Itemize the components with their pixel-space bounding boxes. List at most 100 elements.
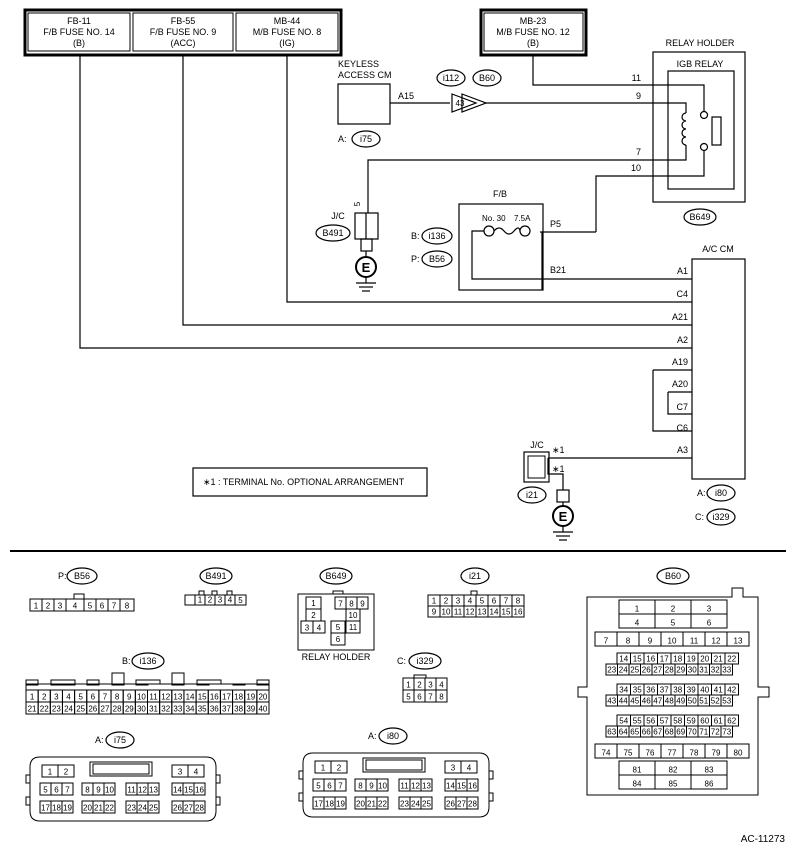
i75-pin: 24 (138, 804, 147, 813)
i75-pin: 28 (195, 804, 204, 813)
b60-pin: 7 (604, 637, 609, 646)
fuse-mb23-type: (B) (527, 38, 539, 48)
keyless-conn: i75 (360, 134, 372, 144)
b60-pin: 81 (633, 766, 642, 775)
b60-pin: 85 (669, 780, 678, 789)
connector-outline (211, 590, 218, 596)
joint-connector-2: J/C ∗1 ∗1 i21 E (517, 440, 574, 541)
i21-pin: 4 (468, 597, 473, 606)
b60-pin: 20 (700, 655, 709, 664)
b60-pin: 62 (727, 717, 736, 726)
i136-pin: 21 (28, 705, 37, 714)
i80-pin: 17 (314, 800, 323, 809)
b649-pin: 11 (349, 623, 358, 632)
i80-pin: 24 (411, 800, 420, 809)
inline-conn-2: B60 (479, 73, 495, 83)
b60-pin: 75 (624, 749, 633, 758)
fuse-fb11-type: (B) (73, 38, 85, 48)
b60-pin: 79 (712, 749, 721, 758)
i75-pin: 16 (195, 786, 204, 795)
i136-prefix: B: (122, 656, 131, 666)
i136-pin: 10 (137, 693, 146, 702)
i136-pin: 23 (52, 705, 61, 714)
b60-pin: 86 (705, 780, 714, 789)
pin-cell (720, 694, 733, 707)
fuse-mb44-type: (IG) (279, 38, 295, 48)
pin-cell (420, 796, 433, 810)
b491-pin: 4 (228, 596, 233, 605)
pin-cell (119, 598, 135, 612)
connector-badge (378, 727, 408, 745)
connector-outline (470, 590, 478, 596)
relay-pin-9: 9 (636, 91, 641, 101)
i75-pin: 12 (138, 786, 147, 795)
b60-pin: 42 (727, 686, 736, 695)
b60-pin: 19 (687, 655, 696, 664)
b60-pin: 5 (671, 619, 676, 628)
connector-outline (86, 679, 100, 685)
fb-conn-p: B56 (429, 254, 445, 264)
b56-pin: 3 (58, 602, 63, 611)
i136-pin: 31 (149, 705, 158, 714)
b60-pin: 54 (619, 717, 628, 726)
i21-pin: 1 (432, 597, 437, 606)
i136-pin: 24 (64, 705, 73, 714)
accm-conn-c: i329 (712, 512, 729, 522)
b60-pin: 78 (690, 749, 699, 758)
fuse-icon (471, 225, 542, 280)
connector-outline (135, 679, 161, 685)
i80-pin: 26 (446, 800, 455, 809)
b60-pin: 4 (635, 619, 640, 628)
i75-pin: 5 (43, 786, 48, 795)
doc-id: AC-11273 (741, 834, 786, 845)
b649-name: B649 (325, 571, 346, 581)
accm-label: A/C CM (702, 244, 734, 254)
b60-pin: 55 (633, 717, 642, 726)
connector-badge (131, 652, 165, 670)
i136-pin: 19 (246, 693, 255, 702)
pin-cell (193, 782, 206, 796)
jc1-conn: B491 (322, 228, 343, 238)
i80-outline (302, 752, 490, 818)
i75-pin: 7 (65, 786, 70, 795)
b60-pin: 76 (646, 749, 655, 758)
i136-pin: 12 (161, 693, 170, 702)
i136-name: i136 (139, 656, 156, 666)
i136-pin: 35 (198, 705, 207, 714)
i75-pin: 26 (173, 804, 182, 813)
b60-pin: 2 (671, 605, 676, 614)
note-text: ∗1 : TERMINAL No. OPTIONAL ARRANGEMENT (203, 477, 405, 487)
b60-pin: 51 (699, 697, 708, 706)
wires (79, 55, 692, 490)
pin-cell (234, 594, 247, 606)
relay-holder: RELAY HOLDER IGB RELAY 11 9 7 10 B649 (631, 38, 746, 226)
jc2-ground-letter: E (559, 509, 568, 524)
i136-pin: 15 (198, 693, 207, 702)
b649-pin: 7 (338, 600, 343, 609)
connector-outline (198, 590, 205, 596)
connector-outline (25, 796, 31, 806)
i136-pin: 25 (76, 705, 85, 714)
fb-label: F/B (493, 189, 507, 199)
i80-pin: 11 (400, 782, 409, 791)
pin-cell (460, 760, 478, 774)
i21-pin: 8 (516, 597, 521, 606)
i21-pin: 15 (502, 608, 511, 617)
i329-pin: 7 (428, 693, 433, 702)
inline-connector: i112 B60 43 (436, 69, 502, 113)
i80-pin: 16 (468, 782, 477, 791)
connector-outline (488, 792, 494, 802)
i21-pin: 11 (454, 608, 463, 617)
i21-pin: 6 (492, 597, 497, 606)
i75-pin: 10 (105, 786, 114, 795)
connector-outline (488, 770, 494, 780)
b60-pin: 16 (646, 655, 655, 664)
i136-pin: 17 (222, 693, 231, 702)
pin-cell (356, 596, 369, 610)
pin-cell (184, 594, 196, 606)
i136-pin: 22 (40, 705, 49, 714)
connector-badge (656, 567, 690, 585)
b60-pin: 84 (633, 780, 642, 789)
i329-pin: 6 (417, 693, 422, 702)
